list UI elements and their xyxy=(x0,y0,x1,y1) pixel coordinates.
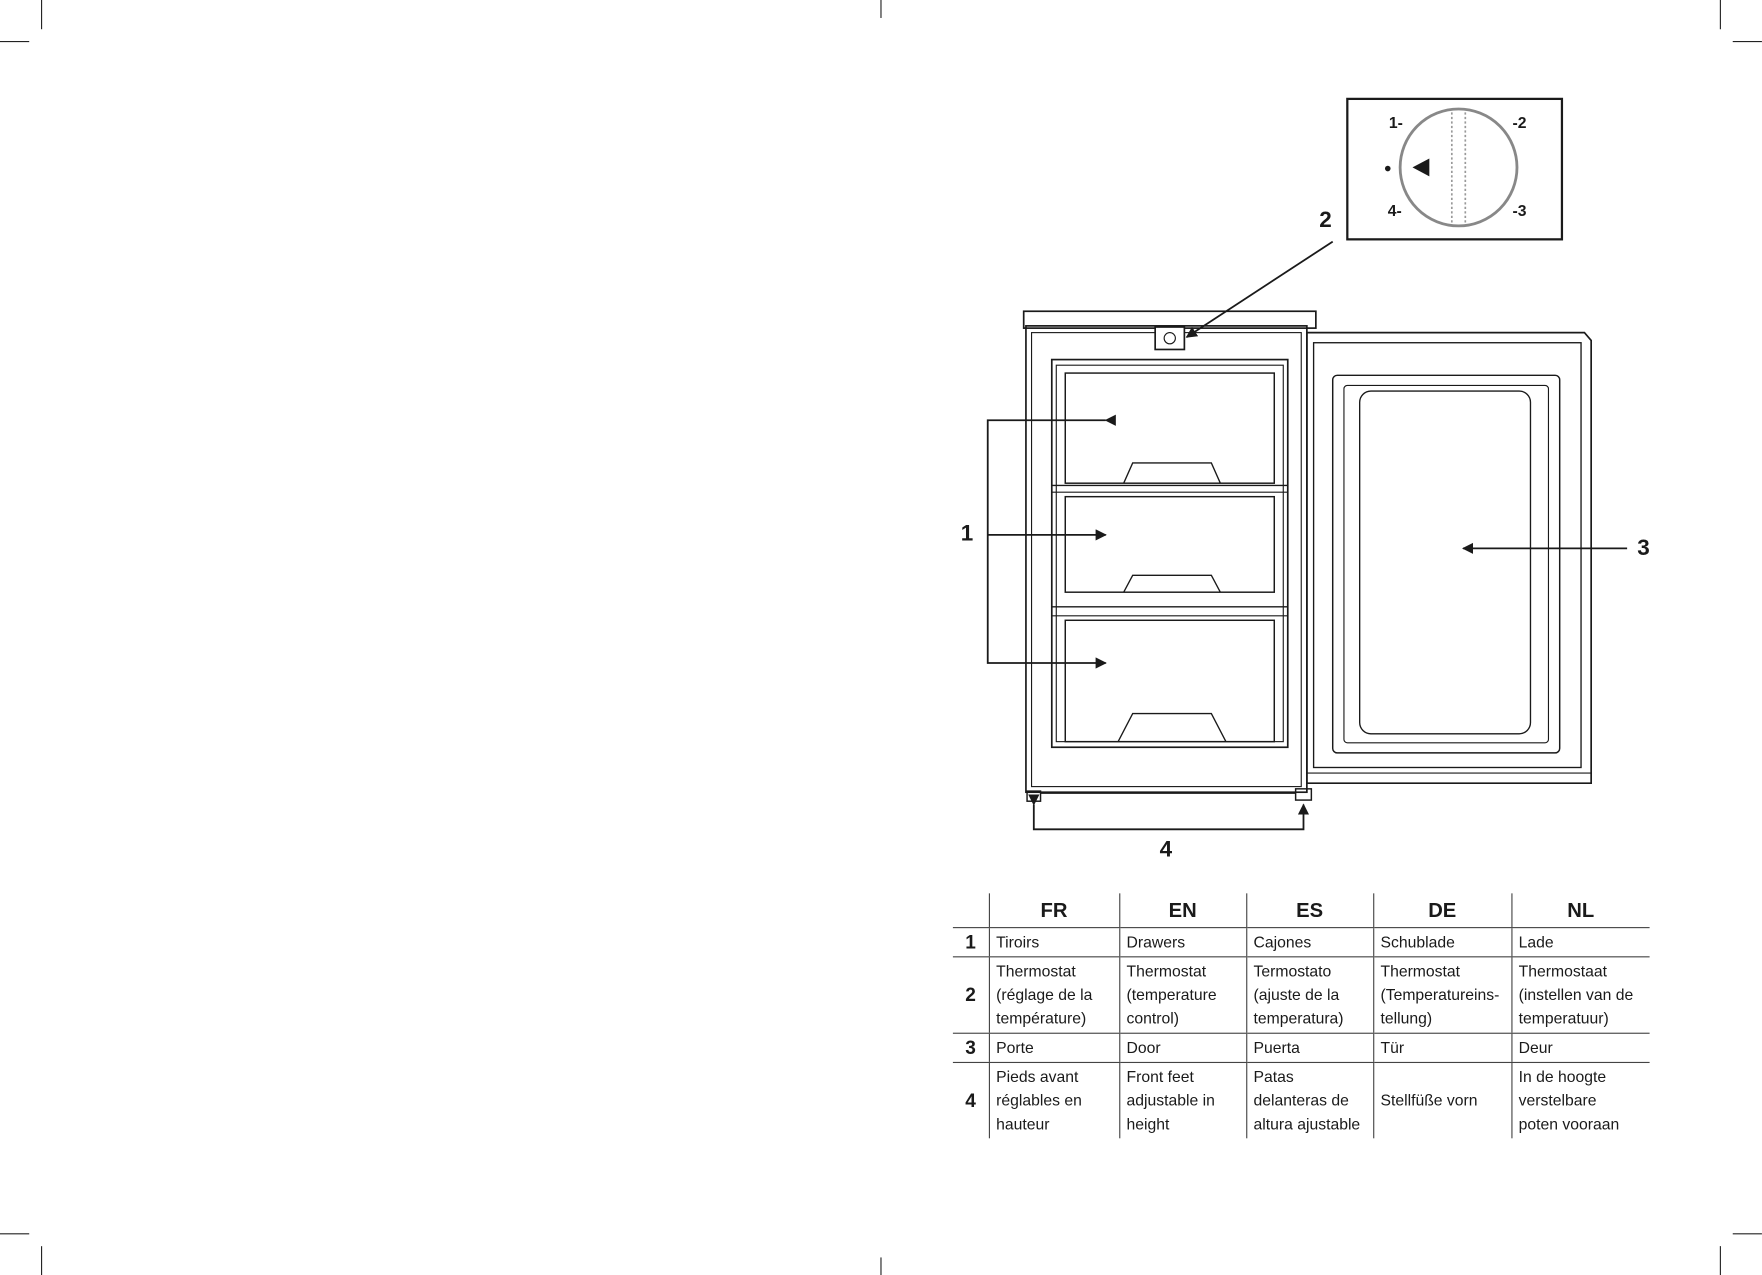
legend-cell-line: Patas xyxy=(1253,1067,1294,1086)
legend-header-fr: FR xyxy=(988,893,1120,929)
legend-cell-de: Tür xyxy=(1372,1033,1512,1064)
callout-1-drawers: 1 xyxy=(961,520,973,545)
legend-cell-line: Pieds avant xyxy=(996,1067,1079,1086)
legend-cell-line: (réglage de la xyxy=(996,985,1093,1004)
freezer-cabinet xyxy=(1022,310,1317,802)
drawer-middle xyxy=(1064,495,1276,593)
legend-cell-line: poten vooraan xyxy=(1518,1114,1620,1133)
legend-cell-es: Puerta xyxy=(1245,1033,1374,1064)
legend-header-es: ES xyxy=(1245,893,1374,929)
legend-cell-fr: Thermostat (réglage de la température) xyxy=(988,956,1120,1034)
legend-cell-line: verstelbare xyxy=(1518,1091,1597,1110)
legend-cell-nl: In de hoogte verstelbare poten vooraan xyxy=(1510,1062,1650,1139)
legend-cell-nl: Deur xyxy=(1510,1033,1650,1064)
legend-cell-line: altura ajustable xyxy=(1253,1114,1361,1133)
drawer-bottom xyxy=(1064,619,1276,743)
thermostat-dial-inset: 1- -2 4- -3 xyxy=(1346,97,1564,241)
legend-cell-es: Patas delanteras de altura ajustable xyxy=(1245,1062,1374,1139)
legend-row-number: 3 xyxy=(952,1033,989,1064)
legend-header-nl: NL xyxy=(1510,893,1650,929)
foot-right xyxy=(1294,788,1313,801)
legend-cell-line: réglables en xyxy=(996,1091,1082,1110)
legend-cell-en: Front feet adjustable in height xyxy=(1118,1062,1247,1139)
callout-leaders xyxy=(986,240,1628,831)
dial-pointer-icon xyxy=(1412,158,1430,177)
legend-cell-line: Termostato xyxy=(1253,961,1332,980)
legend-cell-fr: Porte xyxy=(988,1033,1120,1064)
legend-cell-nl: Thermostaat (instellen van de temperatuur) xyxy=(1510,956,1650,1034)
legend-cell-line: delanteras de xyxy=(1253,1091,1349,1110)
legend-cell-en: Drawers xyxy=(1118,927,1247,958)
callout-2-thermostat: 2 xyxy=(1319,207,1332,232)
dial-label-4: 4- xyxy=(1388,203,1402,220)
dial-knob xyxy=(1398,107,1519,228)
legend-cell-line: température) xyxy=(996,1009,1087,1028)
legend-cell-line: height xyxy=(1126,1114,1170,1133)
dial-label-2: -2 xyxy=(1513,115,1527,132)
legend-cell-line: Thermostat xyxy=(996,961,1076,980)
legend-cell-en: Door xyxy=(1118,1033,1247,1064)
legend-cell-nl: Lade xyxy=(1510,927,1650,958)
freezer-door xyxy=(1306,331,1593,785)
legend-cell-line: temperatura) xyxy=(1253,1009,1344,1028)
legend-cell-es: Termostato (ajuste de la temperatura) xyxy=(1245,956,1374,1034)
legend-cell-de: Thermostat (Temperatureins-tellung) xyxy=(1372,956,1512,1034)
legend-cell-line: (ajuste de la xyxy=(1253,985,1340,1004)
legend-row-number: 1 xyxy=(952,927,989,958)
legend-cell-line: (Temperatureins- xyxy=(1380,985,1500,1004)
legend-header-de: DE xyxy=(1372,893,1512,929)
legend-header-number xyxy=(952,893,989,929)
callout-3-door: 3 xyxy=(1637,535,1650,560)
legend-cell-line: control) xyxy=(1126,1009,1179,1028)
legend-cell-de: Stellfüße vorn xyxy=(1372,1062,1512,1139)
legend-cell-line: adjustable in xyxy=(1126,1091,1215,1110)
legend-cell-line: (instellen van de xyxy=(1518,985,1634,1004)
legend-cell-de: Schublade xyxy=(1372,927,1512,958)
legend-row: 4 Pieds avant réglables en hauteur Front fee… xyxy=(953,1062,1650,1139)
legend-header-row: FR EN ES DE NL xyxy=(952,893,1650,929)
legend-cell-es: Cajones xyxy=(1245,927,1374,958)
legend-cell-line: Thermostat xyxy=(1380,961,1461,980)
legend-cell-line: tellung) xyxy=(1380,1009,1433,1028)
legend-cell-fr: Pieds avant réglables en hauteur xyxy=(988,1062,1120,1139)
legend-cell-line: Thermostat xyxy=(1126,961,1207,980)
dial-dot xyxy=(1384,165,1391,172)
legend-header-en: EN xyxy=(1118,893,1247,929)
thermostat-housing xyxy=(1154,326,1186,351)
legend-cell-line: hauteur xyxy=(996,1114,1050,1133)
legend-cell-line: Thermostaat xyxy=(1518,961,1607,980)
dial-label-3: -3 xyxy=(1513,203,1527,220)
legend-row-number: 2 xyxy=(952,956,989,1034)
legend-cell-line: (temperature xyxy=(1126,985,1217,1004)
legend-row-number: 4 xyxy=(965,1089,976,1112)
drawer-top xyxy=(1064,372,1276,484)
callout-4-feet: 4 xyxy=(1160,836,1173,861)
legend-cell-en: Thermostat (temperature control) xyxy=(1118,956,1247,1034)
legend-cell-line: temperatuur) xyxy=(1518,1009,1609,1028)
dial-label-1: 1- xyxy=(1389,115,1403,132)
legend-cell-fr: Tiroirs xyxy=(988,927,1120,958)
legend-cell-line: Front feet xyxy=(1126,1067,1194,1086)
legend-cell-line: In de hoogte xyxy=(1518,1067,1607,1086)
